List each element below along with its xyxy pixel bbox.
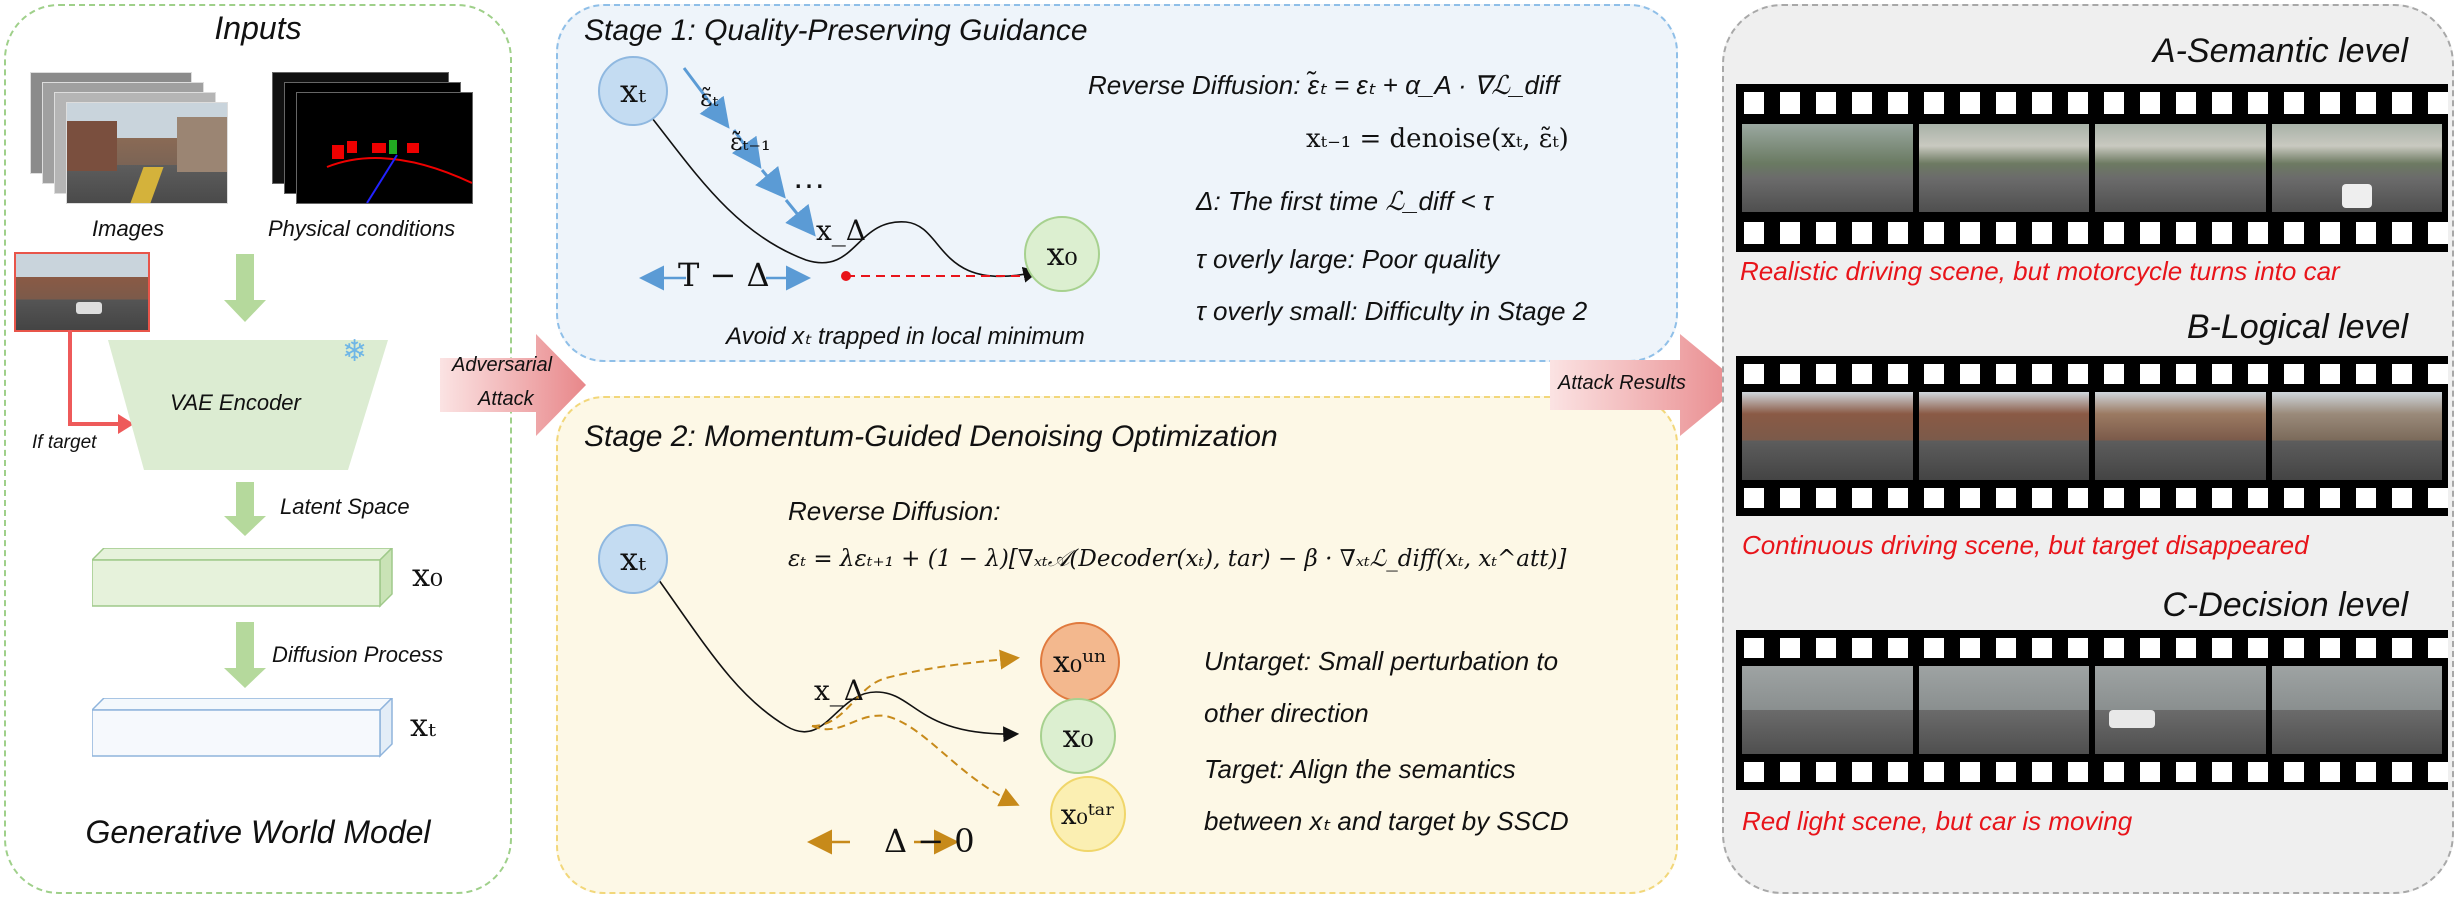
stage1-diagram bbox=[639, 67, 1040, 291]
stage1-line5: τ overly small: Difficulty in Stage 2 bbox=[1196, 296, 1588, 326]
frame-a2 bbox=[1918, 124, 2089, 212]
avoid-local-minimum-text: Avoid xₜ trapped in local minimum bbox=[726, 323, 1085, 350]
c-decision-caption: Red light scene, but car is moving bbox=[1742, 806, 2133, 836]
target-image bbox=[14, 252, 150, 332]
stage2-diagram bbox=[655, 575, 1020, 855]
frame-c2 bbox=[1918, 666, 2089, 754]
attack-results-label: Attack Results bbox=[1558, 372, 1686, 394]
stage1-panel bbox=[556, 4, 1678, 362]
generative-world-model-title: Generative World Model bbox=[85, 814, 431, 850]
frame-c4 bbox=[2271, 666, 2442, 754]
stage2-reverse-label: Reverse Diffusion: bbox=[788, 496, 1001, 526]
adversarial-attack-arrow bbox=[440, 334, 586, 436]
if-target-label: If target bbox=[32, 432, 97, 453]
noise-box-xT bbox=[92, 698, 394, 758]
frame-c1 bbox=[1742, 666, 1913, 754]
images-label: Images bbox=[92, 216, 165, 241]
latent-box-x0 bbox=[92, 548, 394, 608]
b-logical-caption: Continuous driving scene, but target dis… bbox=[1742, 530, 2309, 560]
a-semantic-caption: Realistic driving scene, but motorcycle … bbox=[1740, 256, 2340, 286]
frame-b2 bbox=[1918, 392, 2089, 480]
a-semantic-title: A-Semantic level bbox=[2152, 32, 2408, 70]
stage2-x-delta-label: x_Δ bbox=[814, 674, 865, 707]
diffusion-process-label: Diffusion Process bbox=[272, 642, 444, 667]
stage2-equation: εₜ = λεₜ₊₁ + (1 − λ)[∇ₓₜ𝒜(Decoder(xₜ), t… bbox=[788, 546, 1567, 572]
frame-b1 bbox=[1742, 392, 1913, 480]
t-minus-delta-label: T − Δ bbox=[678, 256, 770, 294]
latent-space-label: Latent Space bbox=[280, 494, 410, 519]
film-strip-c bbox=[1736, 630, 2448, 790]
ellipsis: … bbox=[792, 158, 826, 196]
frame-c3 bbox=[2095, 666, 2266, 754]
film-strip-b bbox=[1736, 356, 2448, 516]
stage1-x0-node: x₀ bbox=[1024, 216, 1100, 292]
untarget-line2: other direction bbox=[1204, 698, 1369, 728]
input-images-stack bbox=[30, 72, 240, 204]
frame-b4 bbox=[2271, 392, 2442, 480]
stage1-title: Stage 1: Quality-Preserving Guidance bbox=[584, 14, 1088, 47]
x0-target-node: x₀ᵗᵃʳ bbox=[1050, 776, 1126, 852]
physical-conditions-label: Physical conditions bbox=[268, 216, 456, 241]
stage2-xT-node: xₜ bbox=[598, 524, 668, 594]
stage1-xT-node: xₜ bbox=[598, 56, 668, 126]
delta-minus-0-label: Δ − 0 bbox=[884, 822, 975, 860]
attack-results-arrow bbox=[1550, 334, 1742, 436]
xT-label: xₜ bbox=[410, 706, 436, 744]
eps-T1-label: ε̃ₜ₋₁ bbox=[730, 128, 771, 156]
x0-label: x₀ bbox=[412, 556, 443, 594]
target-line1: Target: Align the semantics bbox=[1204, 754, 1516, 784]
stage1-eq1: Reverse Diffusion: ε̃ₜ = εₜ + α_A · ∇ℒ_d… bbox=[1088, 70, 1560, 100]
condition-map bbox=[296, 92, 473, 204]
vae-encoder-shape bbox=[108, 340, 388, 470]
stage1-line4: τ overly large: Poor quality bbox=[1196, 244, 1500, 274]
snowflake-icon: ❄ bbox=[342, 335, 368, 368]
x0-node: x₀ bbox=[1040, 698, 1116, 774]
adversarial-label-line1: Adversarial bbox=[452, 354, 553, 376]
c-decision-title: C-Decision level bbox=[2162, 586, 2408, 624]
flow-arrows-left bbox=[68, 254, 266, 688]
frame-a4 bbox=[2271, 124, 2442, 212]
x0-untarget-node: x₀ᵘⁿ bbox=[1040, 622, 1120, 702]
street-image bbox=[66, 102, 228, 204]
adversarial-label-line2: Attack bbox=[478, 388, 534, 410]
frame-a1 bbox=[1742, 124, 1913, 212]
stage2-title: Stage 2: Momentum-Guided Denoising Optim… bbox=[584, 420, 1278, 453]
target-line2: between xₜ and target by SSCD bbox=[1204, 806, 1569, 836]
inputs-title: Inputs bbox=[214, 10, 302, 46]
untarget-line1: Untarget: Small perturbation to bbox=[1204, 646, 1559, 676]
b-logical-title: B-Logical level bbox=[2186, 308, 2408, 346]
stage1-eq2: xₜ₋₁ = denoise(xₜ, ε̃ₜ) bbox=[1306, 124, 1569, 154]
stage1-line3: Δ: The first time ℒ_diff < τ bbox=[1196, 186, 1493, 216]
physical-conditions-stack bbox=[272, 72, 482, 204]
film-strip-a bbox=[1736, 84, 2448, 252]
frame-a3 bbox=[2095, 124, 2266, 212]
x-delta-label: x_Δ bbox=[816, 214, 867, 247]
frame-b3 bbox=[2095, 392, 2266, 480]
eps-T-label: ε̃ₜ bbox=[700, 84, 719, 112]
vae-encoder-label: VAE Encoder bbox=[170, 390, 301, 415]
